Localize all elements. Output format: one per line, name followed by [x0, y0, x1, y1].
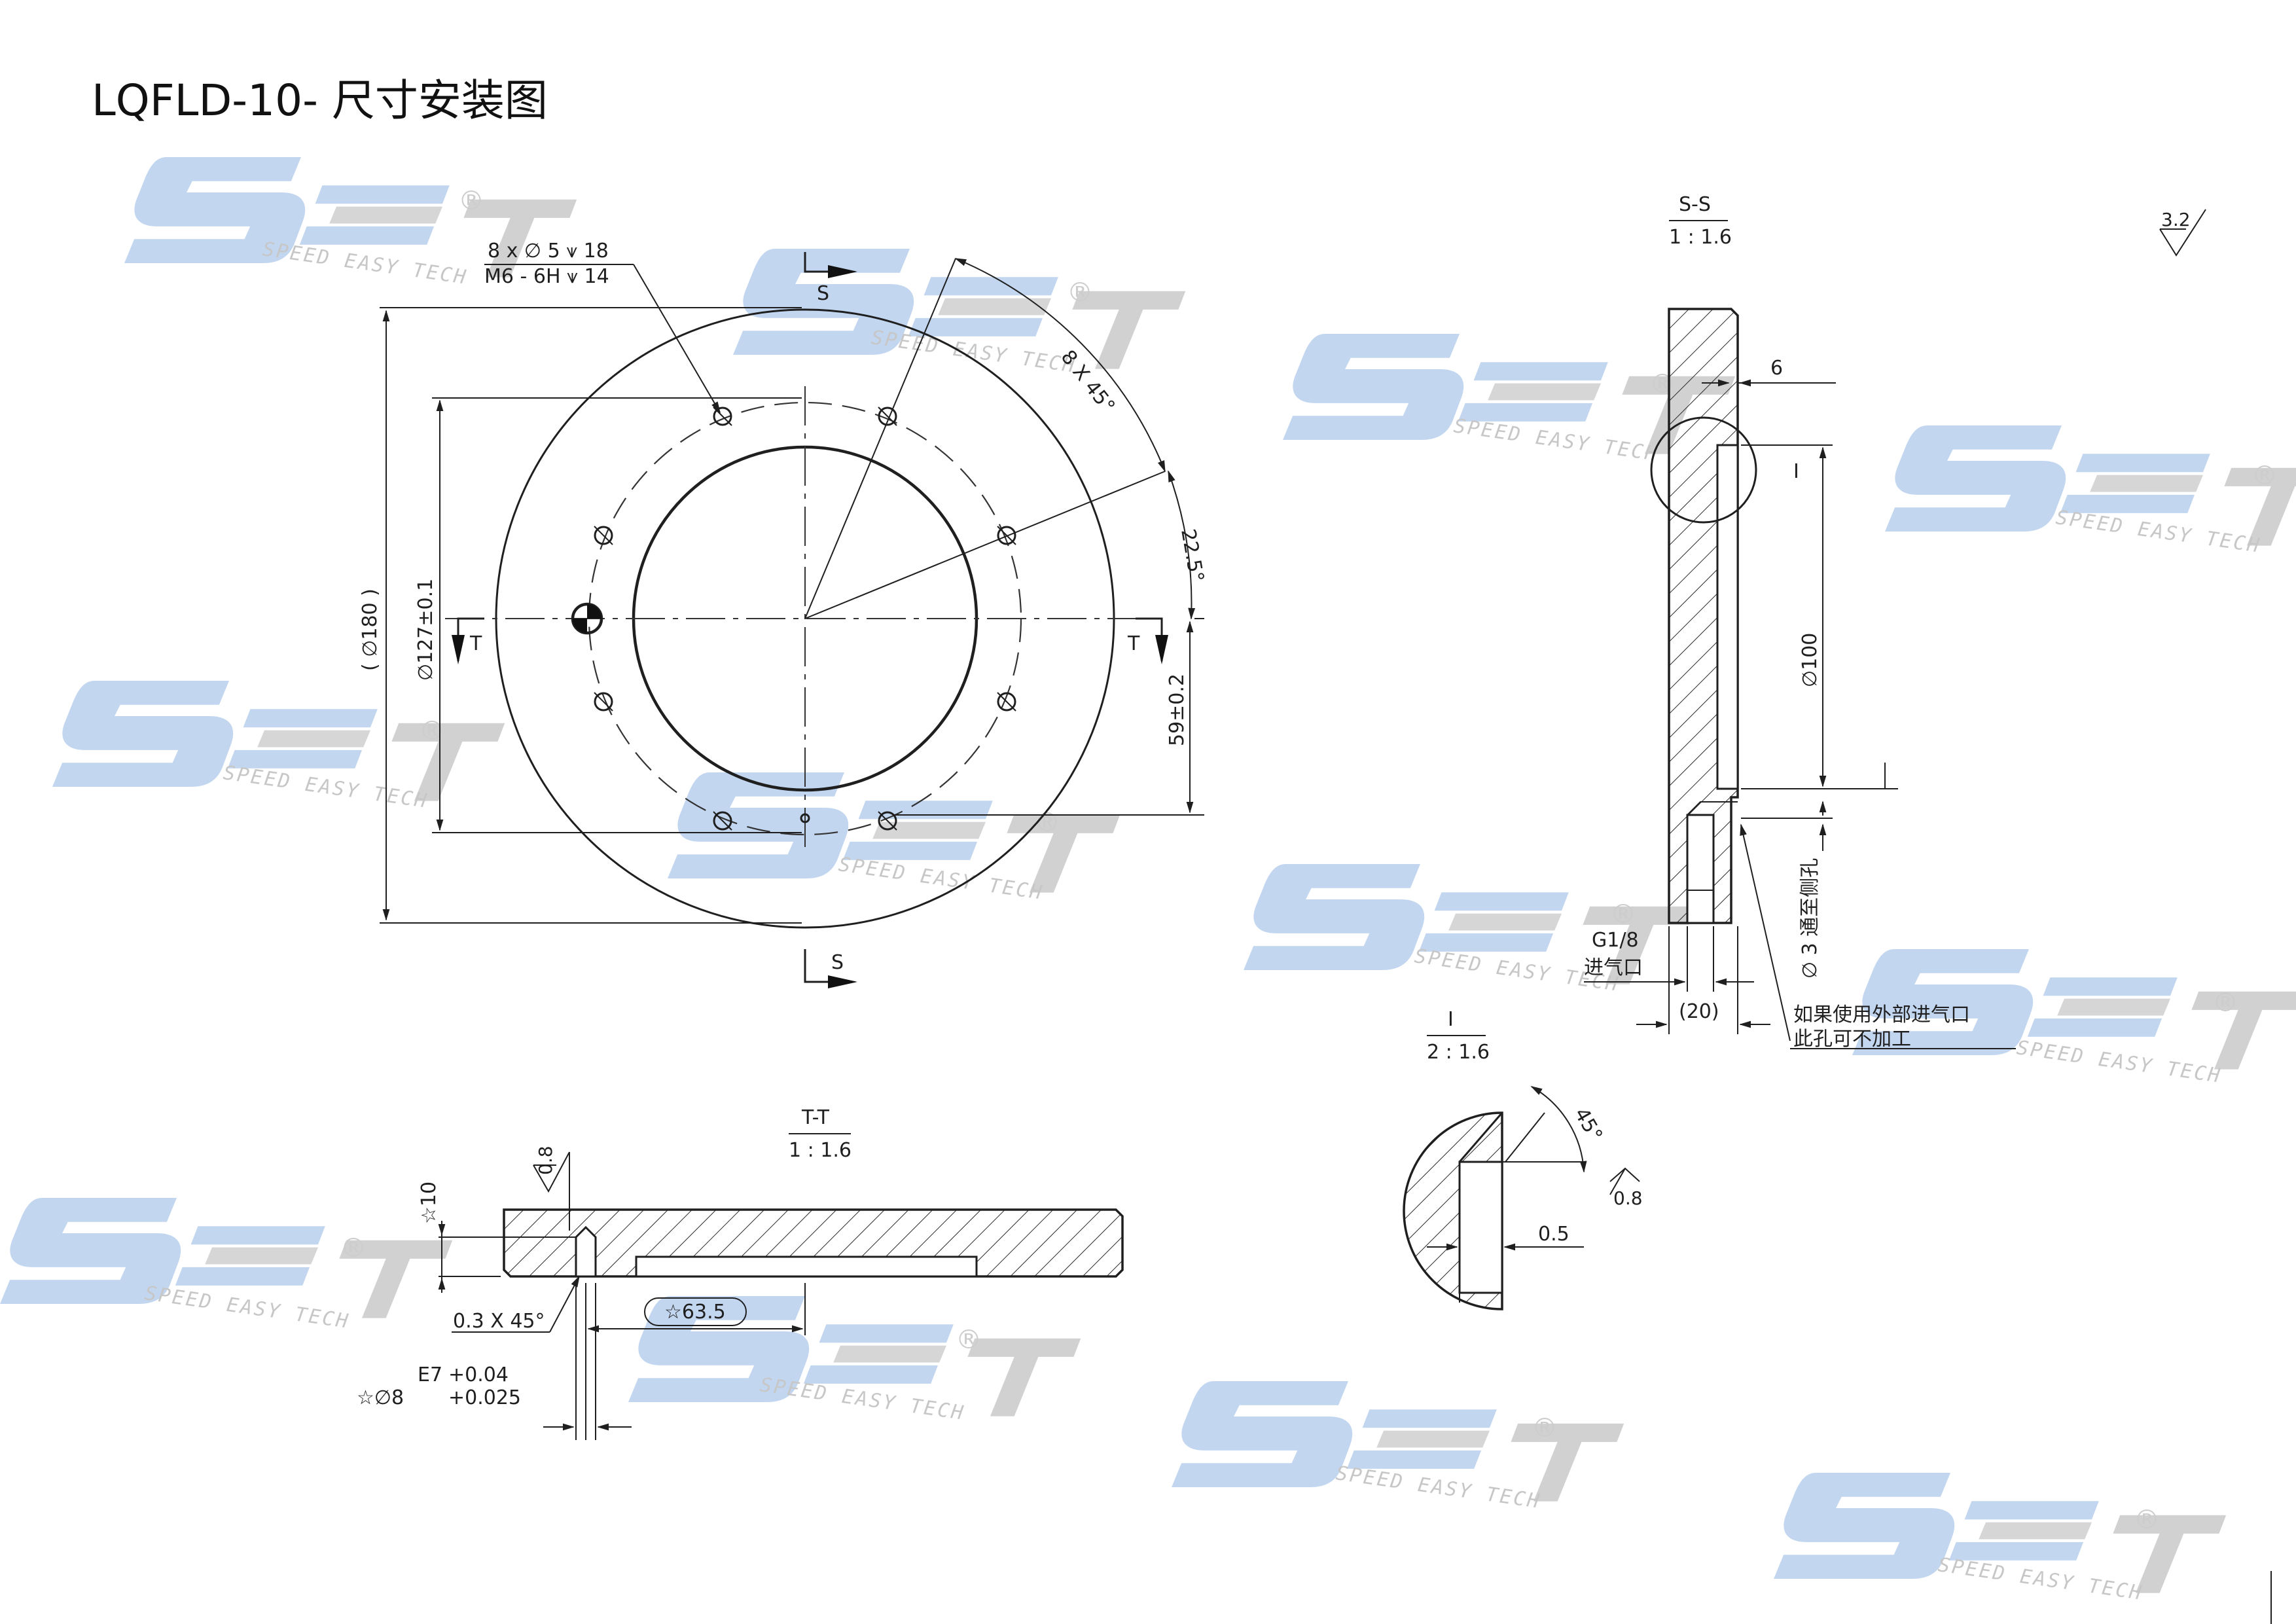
watermark-tagline: SPEED EASY TECH: [2015, 1036, 2223, 1088]
watermark-reg: ®: [340, 1233, 367, 1263]
chamfer-label: 0.3 X 45°: [453, 1310, 545, 1333]
detail-i: I 2 : 1.6 45° 0.8 0.5: [1403, 1008, 1643, 1310]
bolt-hole: [997, 692, 1016, 712]
angle-arc-22-5: [1168, 470, 1196, 620]
dim-label-59: 59±0.2: [1166, 674, 1189, 746]
watermark-tagline: SPEED EASY TECH: [143, 1282, 351, 1333]
roughness-symbol: 3.2: [2159, 209, 2206, 257]
watermark-reg: ®: [2134, 1505, 2160, 1535]
detail-dim-05: 0.5: [1538, 1223, 1570, 1246]
dim-label-100: ∅100: [1799, 633, 1821, 687]
section-tt-scale: 1 : 1.6: [789, 1139, 852, 1162]
watermark-tagline: SPEED EASY TECH: [1335, 1462, 1543, 1513]
inlet-bore: [1686, 814, 1715, 924]
note-line-2: 此孔可不加工: [1793, 1028, 1911, 1051]
watermark-tagline: SPEED EASY TECH: [1937, 1553, 2145, 1605]
dim-10: ☆10: [418, 1182, 440, 1224]
dim-label-63-5: ☆63.5: [664, 1301, 726, 1324]
bolt-holes: [594, 406, 1016, 831]
section-s-label-top: S: [817, 282, 829, 305]
hole-callout-1: 8 x ∅ 5 ⩛ 18: [488, 240, 609, 262]
watermark-tagline: SPEED EASY TECH: [2054, 506, 2263, 558]
detail-angle-arc: [1530, 1086, 1587, 1173]
watermark-reg: ®: [458, 186, 484, 216]
bolt-hole: [594, 692, 613, 712]
detail-i-title: I: [1448, 1008, 1454, 1031]
section-t-label-right: T: [1127, 632, 1140, 655]
watermark-reg: ®: [2212, 988, 2238, 1018]
dim-label-127: ∅127±0.1: [414, 579, 437, 681]
detail-label: I: [1793, 460, 1799, 483]
section-t-label-left: T: [469, 632, 482, 655]
dim-6: 6: [1770, 357, 1783, 380]
detail-i-scale: 2 : 1.6: [1427, 1041, 1490, 1064]
watermark-reg: ®: [1532, 1413, 1558, 1443]
watermark-tagline: SPEED EASY TECH: [261, 238, 469, 289]
dim-63-5-box: [644, 1297, 747, 1326]
watermark-tagline: SPEED EASY TECH: [1452, 414, 1660, 466]
dia-8-label: ☆∅8: [357, 1386, 404, 1409]
tol-upper: +0.04: [448, 1363, 509, 1386]
recess-cut: [1716, 444, 1739, 790]
hole-callout-2: M6 - 6H ⩛ 14: [484, 265, 609, 288]
watermark-reg: ®: [1067, 278, 1093, 308]
angle-label-22-5: 22.5°: [1176, 527, 1208, 584]
side-hole-label: ∅ 3 通至侧孔: [1799, 858, 1821, 979]
roughness-label: 3.2: [2161, 209, 2191, 230]
section-ss-scale: 1 : 1.6: [1669, 226, 1732, 249]
detail-rough-label: 0.8: [1613, 1187, 1643, 1209]
vent-hole: [800, 813, 810, 823]
tol-lower: +0.025: [448, 1386, 521, 1409]
section-s-label-bottom: S: [831, 951, 844, 974]
section-ss-title: S-S: [1679, 193, 1711, 216]
bolt-hole: [594, 526, 613, 545]
bolt-hole: [997, 526, 1016, 545]
page-title: LQFLD-10- 尺寸安装图: [92, 75, 548, 126]
detail-circle: [1650, 416, 1757, 524]
detail-angle-label: 45°: [1570, 1104, 1607, 1146]
tol-grade: E7: [418, 1363, 442, 1386]
callout-leader: [633, 264, 721, 414]
inlet-label: 进气口: [1584, 956, 1643, 979]
dim-20: (20): [1679, 1000, 1719, 1023]
bolt-hole: [713, 811, 732, 831]
bolt-hole: [878, 406, 897, 426]
angle-ray: [804, 471, 1166, 619]
watermark-tagline: SPEED EASY TECH: [222, 761, 430, 813]
pin-hole: [575, 1225, 597, 1278]
front-view: 8 X 45° 22.5° 8 x ∅ 5 ⩛ 18 M6 - 6H ⩛ 14 …: [359, 240, 1208, 988]
detail-recess: [1458, 1161, 1503, 1294]
thread-label: G1/8: [1592, 929, 1639, 952]
watermark-reg: ®: [1034, 808, 1060, 838]
dim-label-180: ( ∅180 ): [359, 588, 382, 671]
watermark-reg: ®: [419, 716, 445, 746]
angle-ray: [804, 258, 956, 619]
watermark-reg: ®: [2251, 461, 2278, 491]
watermark-layer: SPEED EASY TECH ® SPEED EASY TECH ® SPEE…: [0, 157, 2296, 1605]
recess-tt: [635, 1255, 978, 1278]
section-ss: S-S 1 : 1.6 I 6 ∅100 ∅ 3 通至侧孔 G1/8 进气口: [1584, 193, 2016, 1051]
watermark-reg: ®: [1610, 899, 1636, 929]
bolt-hole: [878, 811, 897, 831]
watermark-reg: ®: [956, 1325, 982, 1355]
angle-arc-8x45: [954, 258, 1166, 473]
bolt-hole: [713, 406, 732, 426]
section-tt: T-T 1 : 1.6 0.8 ☆10 0.3 X 45° ☆63.5 E7 +…: [357, 1106, 1124, 1440]
section-tt-title: T-T: [801, 1106, 830, 1129]
rough-08-tt: 0.8: [535, 1146, 556, 1175]
note-line-1: 如果使用外部进气口: [1793, 1003, 1970, 1026]
datum-symbol: [571, 602, 603, 635]
